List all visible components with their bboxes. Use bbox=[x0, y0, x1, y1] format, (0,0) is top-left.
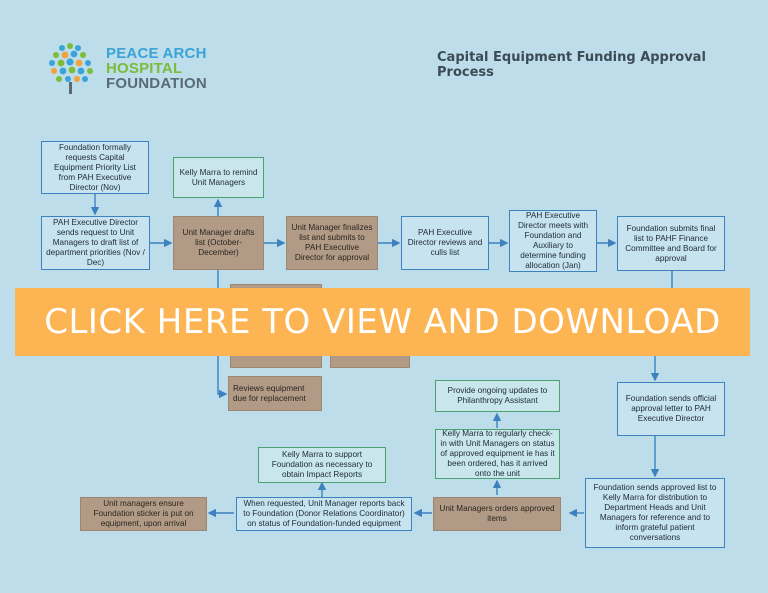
node-funding-allocation-meeting: PAH Executive Director meets with Founda… bbox=[509, 210, 597, 272]
node-finalize-list: Unit Manager finalizes list and submits … bbox=[286, 216, 378, 270]
node-approval-letter: Foundation sends official approval lette… bbox=[617, 382, 725, 436]
node-review-equipment-replacement: Reviews equipment due for replacement bbox=[228, 376, 322, 411]
page-title: Capital Equipment Funding Approval Proce… bbox=[437, 50, 706, 80]
foundation-logo-mark bbox=[49, 43, 93, 94]
node-foundation-sticker: Unit managers ensure Foundation sticker … bbox=[80, 497, 207, 531]
node-send-approved-list: Foundation sends approved list to Kelly … bbox=[585, 478, 725, 548]
foundation-logo-text: PEACE ARCH HOSPITAL FOUNDATION bbox=[106, 46, 207, 91]
logo-line-1: PEACE ARCH bbox=[106, 45, 207, 62]
logo-line-2: HOSPITAL bbox=[106, 60, 183, 77]
logo-line-3: FOUNDATION bbox=[106, 75, 207, 92]
view-download-button[interactable]: CLICK HERE TO VIEW AND DOWNLOAD bbox=[15, 288, 750, 356]
node-send-request-unit-managers: PAH Executive Director sends request to … bbox=[41, 216, 150, 270]
node-ongoing-updates: Provide ongoing updates to Philanthropy … bbox=[435, 380, 560, 412]
node-report-back-status: When requested, Unit Manager reports bac… bbox=[236, 497, 412, 531]
node-regular-check-in: Kelly Marra to regularly check-in with U… bbox=[435, 429, 560, 479]
node-unit-manager-drafts-list: Unit Manager drafts list (October-Decemb… bbox=[173, 216, 264, 270]
node-support-impact-reports: Kelly Marra to support Foundation as nec… bbox=[258, 447, 386, 483]
node-order-approved-items: Unit Managers orders approved items bbox=[433, 497, 561, 531]
node-request-priority-list: Foundation formally requests Capital Equ… bbox=[41, 141, 149, 194]
node-remind-unit-managers: Kelly Marra to remind Unit Managers bbox=[173, 157, 264, 198]
node-submit-final-list: Foundation submits final list to PAHF Fi… bbox=[617, 216, 725, 271]
node-review-cull-list: PAH Executive Director reviews and culls… bbox=[401, 216, 489, 270]
